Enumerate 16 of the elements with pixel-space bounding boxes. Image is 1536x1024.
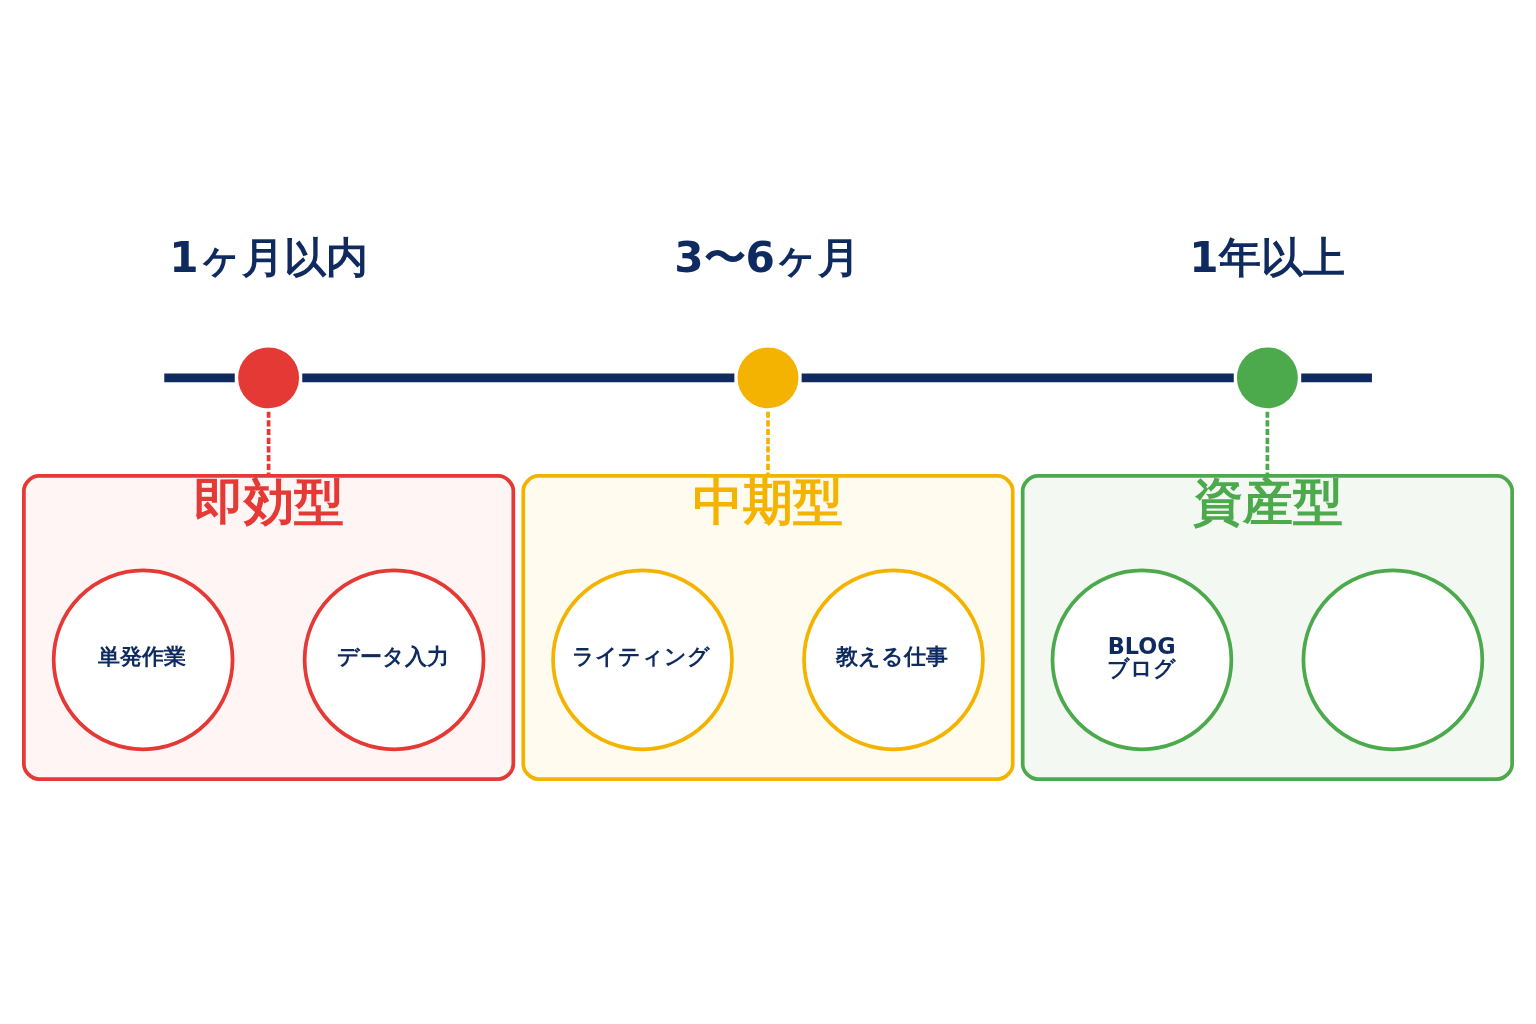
connector xyxy=(801,373,1234,383)
node-circle: ライティング xyxy=(551,568,734,752)
connector xyxy=(302,373,735,383)
node-circle: BLOG ブログ xyxy=(1050,568,1234,752)
connector xyxy=(1265,411,1270,476)
connector xyxy=(766,411,770,476)
node-circle: データ入力 xyxy=(302,568,486,752)
connector xyxy=(1301,373,1372,383)
connector xyxy=(164,373,235,383)
node-label: 3〜6ヶ月 xyxy=(674,233,860,283)
node-label: 1ヶ月以内 xyxy=(169,233,368,283)
node-circle xyxy=(1301,568,1485,752)
node-circle: 教える仕事 xyxy=(802,568,985,752)
node-label: 1年以上 xyxy=(1189,233,1345,283)
connector xyxy=(266,411,271,476)
node-circle: 単発作業 xyxy=(51,568,235,752)
